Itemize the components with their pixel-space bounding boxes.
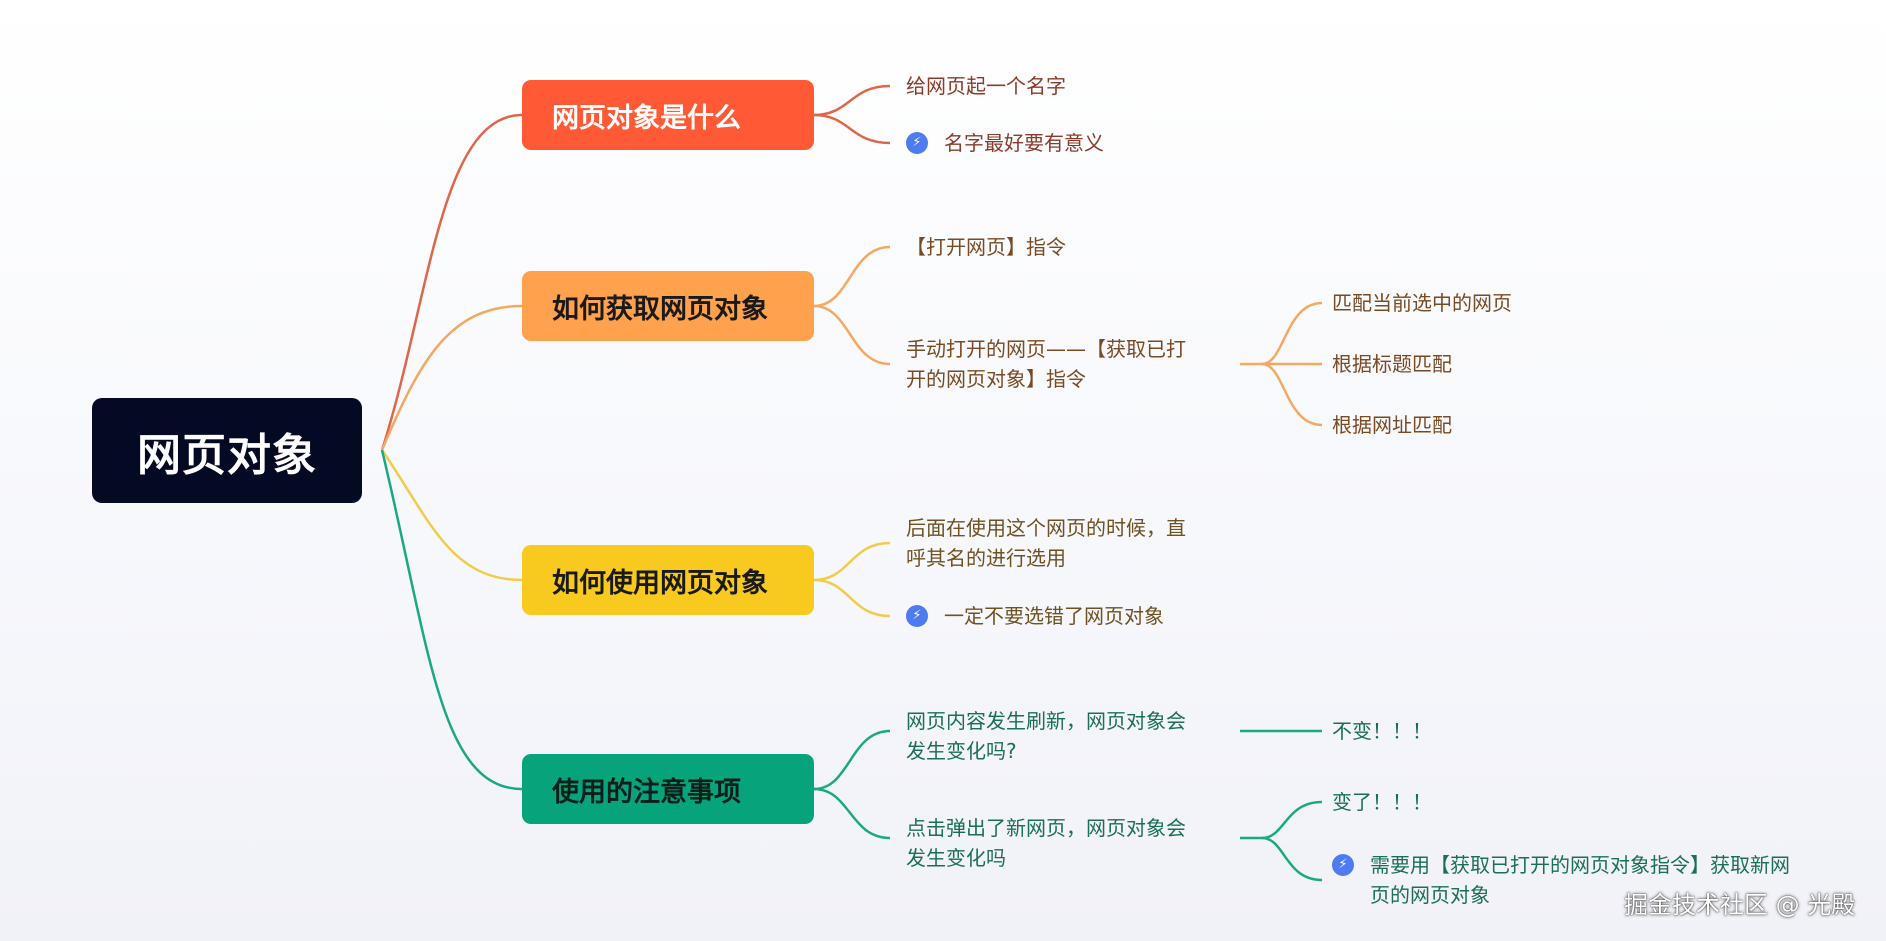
link-b3-l1 [813, 541, 891, 582]
link-b2-c1 [1261, 301, 1323, 366]
leaf-node[interactable]: 手动打开的网页——【获取已打 开的网页对象】指令 [906, 334, 1186, 394]
link-b3-l2 [813, 578, 891, 618]
branch-node-what-is[interactable]: 网页对象是什么 [522, 80, 814, 150]
link-root-branch-3 [380, 449, 523, 582]
bolt-icon: ⚡ [906, 132, 928, 154]
leaf-node[interactable]: ⚡ 一定不要选错了网页对象 [906, 601, 1164, 631]
child-node[interactable]: 根据标题匹配 [1332, 349, 1452, 379]
link-b4-c3 [1261, 836, 1323, 882]
link-root-branch-1 [380, 113, 523, 451]
leaf-node-label-line: 开的网页对象】指令 [906, 367, 1086, 391]
link-b2-c3 [1261, 362, 1323, 427]
child-node-label: 变了！！！ [1332, 790, 1432, 814]
link-root-branch-4 [380, 449, 523, 791]
leaf-node[interactable]: 【打开网页】指令 [906, 232, 1066, 262]
link-root-branch-2 [380, 304, 523, 451]
watermark: 掘金技术社区 @ 光殿 [1624, 891, 1856, 919]
bolt-icon: ⚡ [1332, 854, 1354, 876]
child-node[interactable]: 不变！！！ [1332, 716, 1432, 746]
link-b4-c2 [1261, 800, 1323, 840]
leaf-node[interactable]: 后面在使用这个网页的时候，直 呼其名的进行选用 [906, 513, 1186, 573]
branch-node-label: 使用的注意事项 [552, 776, 741, 808]
leaf-node[interactable]: 点击弹出了新网页，网页对象会 发生变化吗 [906, 813, 1186, 873]
child-node[interactable]: 匹配当前选中的网页 [1332, 288, 1512, 318]
branch-node-notes[interactable]: 使用的注意事项 [522, 754, 814, 824]
child-node-label-line: 需要用【获取已打开的网页对象指令】获取新网 [1370, 853, 1790, 877]
child-node[interactable]: 根据网址匹配 [1332, 410, 1452, 440]
leaf-node-label-line: 网页内容发生刷新，网页对象会 [906, 709, 1186, 733]
branch-node-how-to-use[interactable]: 如何使用网页对象 [522, 545, 814, 615]
branch-node-label: 如何使用网页对象 [552, 567, 768, 599]
leaf-node[interactable]: ⚡ 名字最好要有意义 [906, 128, 1104, 158]
child-node-label-line: 页的网页对象 [1370, 883, 1490, 907]
link-b4-l1 [813, 729, 891, 791]
branch-node-label: 网页对象是什么 [552, 102, 741, 134]
leaf-node-label-line: 后面在使用这个网页的时候，直 [906, 516, 1186, 540]
leaf-node-label: 【打开网页】指令 [906, 235, 1066, 259]
child-node-label: 根据标题匹配 [1332, 352, 1452, 376]
child-node-label: 根据网址匹配 [1332, 413, 1452, 437]
child-node-label: 匹配当前选中的网页 [1332, 291, 1512, 315]
root-node-label: 网页对象 [137, 429, 317, 481]
leaf-node[interactable]: 给网页起一个名字 [906, 71, 1066, 101]
child-node[interactable]: ⚡ 需要用【获取已打开的网页对象指令】获取新网 页的网页对象 [1332, 850, 1790, 910]
leaf-node-label: 一定不要选错了网页对象 [944, 604, 1164, 628]
leaf-node-label-line: 发生变化吗? [906, 739, 1017, 763]
branch-node-label: 如何获取网页对象 [552, 293, 768, 325]
child-node-label: 不变！！！ [1332, 719, 1432, 743]
link-b2-l1 [813, 245, 891, 308]
bolt-icon: ⚡ [906, 605, 928, 627]
leaf-node-label-line: 手动打开的网页——【获取已打 [906, 337, 1186, 361]
leaf-node-label-line: 发生变化吗 [906, 846, 1006, 870]
link-b1-l1 [813, 84, 891, 117]
leaf-node-label: 给网页起一个名字 [906, 74, 1066, 98]
link-b1-l2 [813, 113, 891, 145]
leaf-node-label-line: 呼其名的进行选用 [906, 546, 1066, 570]
child-node[interactable]: 变了！！！ [1332, 787, 1432, 817]
leaf-node-label-line: 点击弹出了新网页，网页对象会 [906, 816, 1186, 840]
branch-node-how-to-get[interactable]: 如何获取网页对象 [522, 271, 814, 341]
link-b4-l2 [813, 787, 891, 840]
leaf-node-label: 名字最好要有意义 [944, 131, 1104, 155]
root-node[interactable]: 网页对象 [92, 398, 362, 503]
leaf-node[interactable]: 网页内容发生刷新，网页对象会 发生变化吗? [906, 706, 1186, 766]
link-b2-l2 [813, 304, 891, 366]
